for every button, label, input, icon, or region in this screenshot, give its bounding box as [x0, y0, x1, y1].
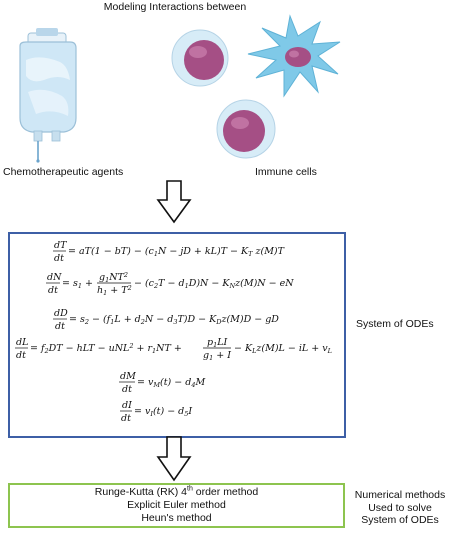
ode-system-box: dT dt = aT(1 − bT) − (c1N − jD + kL)T − K… [8, 232, 346, 438]
svg-text:dI: dI [122, 400, 132, 411]
svg-text:dT: dT [54, 240, 67, 251]
equation-6: dI dt = vI(t) − d5I [120, 400, 192, 424]
svg-text:= s1 +: = s1 + [62, 278, 93, 290]
svg-text:dt: dt [121, 413, 131, 424]
illustrations [19, 14, 341, 224]
svg-text:p1LI: p1LI [207, 337, 228, 349]
equation-3: dD dt = s2 − (f1L + d2N − d3T)D − KDz(M)D… [53, 308, 279, 332]
immune-cells-label: Immune cells [255, 166, 317, 178]
heun-method: Heun's method [141, 512, 212, 524]
svg-text:= aT(1 − bT) − (c1N − jD + kL): = aT(1 − bT) − (c1N − jD + kL)T − KT z(M… [68, 246, 285, 258]
svg-text:dD: dD [54, 308, 68, 319]
svg-text:− KLz(M)L − iL + vL: − KLz(M)L − iL + vL [234, 343, 332, 355]
svg-text:g1 + I: g1 + I [203, 350, 231, 362]
svg-text:dt: dt [16, 350, 26, 361]
equation-1: dT dt = aT(1 − bT) − (c1N − jD + kL)T − K… [53, 240, 285, 264]
iv-bag-icon [19, 28, 77, 163]
down-arrow-icon [156, 180, 192, 224]
immune-cell-icon [171, 29, 229, 87]
equation-4: dL dt = f2DT − hLT − uNL2 + r1NT + p1LI g… [15, 337, 332, 362]
svg-text:= f2DT − hLT − uNL2 + r1NT +: = f2DT − hLT − uNL2 + r1NT + [30, 342, 182, 355]
diagram-title: Modeling Interactions between [103, 1, 247, 13]
system-of-odes-label: System of ODEs [356, 318, 434, 330]
svg-text:− (c2T − d1D)N − KNz(M)N − eN: − (c2T − d1D)N − KNz(M)N − eN [134, 278, 294, 290]
svg-text:dt: dt [55, 321, 65, 332]
svg-text:dM: dM [120, 371, 136, 382]
down-arrow-icon [156, 436, 192, 482]
equation-rendering: dT dt = aT(1 − bT) − (c1N − jD + kL)T − K… [15, 240, 332, 424]
svg-text:= vM(t) − d4M: = vM(t) − d4M [137, 377, 205, 389]
rk4-method: Runge-Kutta (RK) 4th order method [94, 485, 259, 499]
dendritic-cell-icon [247, 14, 341, 98]
chemotherapeutic-agents-label: Chemotherapeutic agents [3, 166, 124, 178]
equation-5: dM dt = vM(t) − d4M [119, 371, 205, 395]
svg-text:dL: dL [16, 337, 28, 348]
svg-text:dN: dN [47, 272, 62, 283]
svg-text:h1 + T2: h1 + T2 [97, 284, 132, 297]
numerical-methods-box: Runge-Kutta (RK) 4th order method Explic… [8, 483, 345, 528]
immune-cell-icon [216, 99, 276, 159]
explicit-euler-method: Explicit Euler method [127, 499, 226, 511]
svg-text:dt: dt [48, 285, 58, 296]
equation-2: dN dt = s1 + g1NT2 h1 + T2 − (c2T − d1D)N… [46, 271, 294, 297]
svg-text:g1NT2: g1NT2 [99, 271, 128, 284]
svg-text:= s2 − (f1L + d2N − d3T)D − KD: = s2 − (f1L + d2N − d3T)D − KDz(M)D − gD [69, 314, 279, 326]
svg-text:dt: dt [122, 384, 132, 395]
svg-text:= vI(t) − d5I: = vI(t) − d5I [134, 406, 192, 418]
numerical-methods-label: Numerical methods Used to solve System o… [354, 489, 446, 526]
svg-text:dt: dt [54, 253, 64, 264]
